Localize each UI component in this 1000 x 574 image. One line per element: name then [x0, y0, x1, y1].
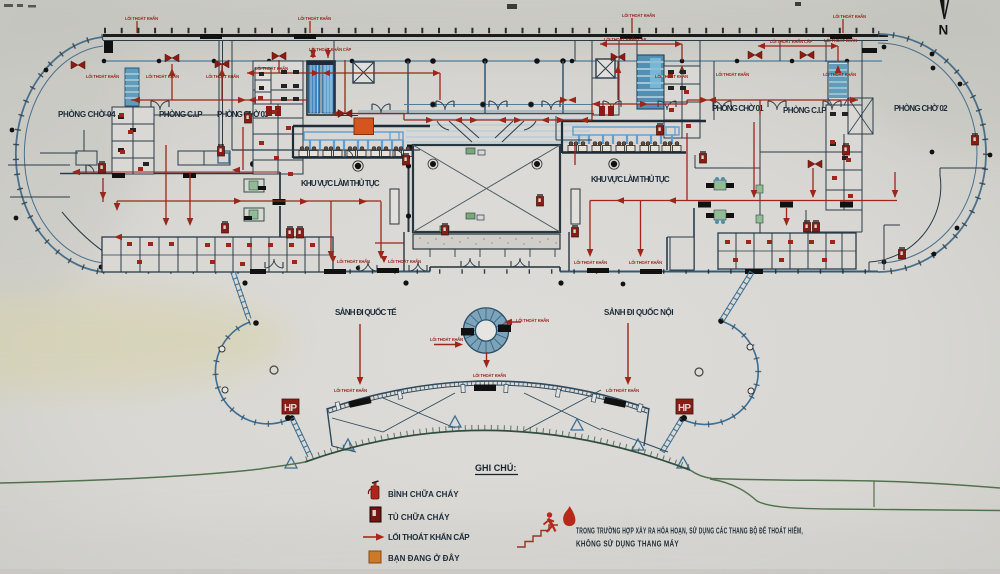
- svg-text:GHI CHÚ:: GHI CHÚ:: [475, 462, 517, 473]
- svg-text:PHÒNG C.I.P: PHÒNG C.I.P: [159, 110, 203, 119]
- svg-text:LỐI THOÁT KHẨN: LỐI THOÁT KHẨN: [430, 337, 463, 342]
- svg-text:PHÒNG C.I.P: PHÒNG C.I.P: [783, 106, 827, 115]
- svg-text:PHÒNG CHỜ 04: PHÒNG CHỜ 04: [58, 110, 116, 119]
- svg-text:BÌNH CHỮA CHÁY: BÌNH CHỮA CHÁY: [388, 490, 459, 499]
- svg-text:LỐI THOÁT KHẨN: LỐI THOÁT KHẨN: [833, 14, 866, 19]
- svg-text:LỐI THOÁT KHẨN CẤP: LỐI THOÁT KHẨN CẤP: [604, 37, 647, 42]
- svg-text:LỐI THOÁT KHẨN: LỐI THOÁT KHẨN: [337, 259, 370, 264]
- svg-text:KHU VỰC LÀM THỦ TỤC: KHU VỰC LÀM THỦ TỤC: [301, 179, 380, 188]
- svg-text:N: N: [939, 23, 949, 38]
- svg-text:TỦ CHỮA CHÁY: TỦ CHỮA CHÁY: [388, 513, 450, 522]
- svg-text:LỐI THOÁT KHẨN CẤP: LỐI THOÁT KHẨN CẤP: [309, 47, 352, 52]
- svg-text:TRONG TRƯỜNG HỢP XẢY RA HỎA HO: TRONG TRƯỜNG HỢP XẢY RA HỎA HOẠN, SỬ DỤN…: [576, 527, 803, 536]
- svg-text:LỐI THOÁT KHẨN: LỐI THOÁT KHẨN: [255, 66, 288, 71]
- svg-text:LỐI THOÁT KHẨN CẤP: LỐI THOÁT KHẨN CẤP: [770, 39, 813, 44]
- svg-text:LỐI THOÁT KHẨN: LỐI THOÁT KHẨN: [334, 388, 367, 393]
- svg-text:PHÒNG CHỜ 02: PHÒNG CHỜ 02: [894, 104, 948, 113]
- svg-text:LỐI THOÁT KHẨN: LỐI THOÁT KHẨN: [298, 16, 331, 21]
- svg-text:SẢNH ĐI QUỐC NỘI: SẢNH ĐI QUỐC NỘI: [604, 307, 674, 317]
- svg-text:LỐI THOÁT KHẨN: LỐI THOÁT KHẨN: [516, 318, 549, 323]
- svg-text:LỐI THOÁT KHẨN: LỐI THOÁT KHẨN: [823, 72, 856, 77]
- svg-text:LỐI THOÁT KHẨN: LỐI THOÁT KHẨN: [86, 74, 119, 79]
- svg-text:LỐI THOÁT KHẨN CẤP: LỐI THOÁT KHẨN CẤP: [388, 532, 470, 542]
- svg-text:LỐI THOÁT KHẨN: LỐI THOÁT KHẨN: [473, 373, 506, 378]
- svg-text:LỐI THOÁT KHẨN: LỐI THOÁT KHẨN: [388, 259, 421, 264]
- svg-text:LỐI THOÁT KHẨN: LỐI THOÁT KHẨN: [206, 74, 239, 79]
- svg-text:HP: HP: [284, 403, 297, 414]
- svg-text:BẠN ĐANG Ở ĐÂY: BẠN ĐANG Ở ĐÂY: [388, 554, 460, 563]
- svg-text:LỐI THOÁT KHẨN: LỐI THOÁT KHẨN: [622, 13, 655, 18]
- svg-text:PHÒNG CHỜ 03: PHÒNG CHỜ 03: [217, 110, 269, 119]
- svg-text:PHÒNG CHỜ 01: PHÒNG CHỜ 01: [712, 104, 764, 113]
- svg-text:LỐI THOÁT KHẨN: LỐI THOÁT KHẨN: [574, 260, 607, 265]
- svg-text:LỐI THOÁT KHẨN: LỐI THOÁT KHẨN: [606, 388, 639, 393]
- svg-text:LỐI THOÁT KHẨN: LỐI THOÁT KHẨN: [716, 72, 749, 77]
- svg-text:SẢNH ĐI QUỐC TẾ: SẢNH ĐI QUỐC TẾ: [335, 307, 397, 317]
- svg-text:HP: HP: [678, 403, 691, 414]
- svg-text:LỐI THOÁT KHẨN: LỐI THOÁT KHẨN: [125, 16, 158, 21]
- svg-text:KHU VỰC LÀM THỦ TỤC: KHU VỰC LÀM THỦ TỤC: [591, 175, 670, 184]
- svg-text:LỐI THOÁT KHẨN: LỐI THOÁT KHẨN: [655, 74, 688, 79]
- svg-text:LỐI THOÁT KHẨN: LỐI THOÁT KHẨN: [146, 74, 179, 79]
- svg-text:LỐI THOÁT KHẨN: LỐI THOÁT KHẨN: [824, 38, 857, 43]
- svg-text:KHÔNG SỬ DỤNG THANG MÁY: KHÔNG SỬ DỤNG THANG MÁY: [576, 540, 679, 549]
- svg-text:LỐI THOÁT KHẨN: LỐI THOÁT KHẨN: [629, 260, 662, 265]
